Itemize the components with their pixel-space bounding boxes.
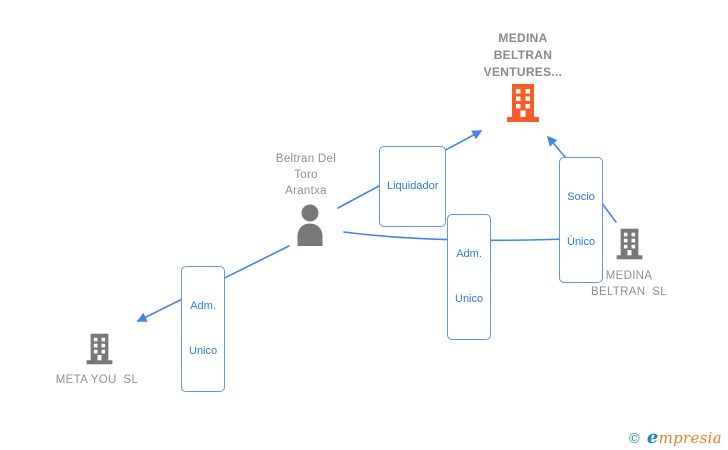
brand-logo-rest: mpresia [658, 429, 722, 447]
brand-logo-e: e [646, 427, 659, 448]
edge-label-adm-unico-right: Adm. Unico [447, 214, 492, 340]
building-icon[interactable] [615, 226, 644, 262]
person-name[interactable]: Beltran Del Toro Arantxa [275, 153, 337, 197]
copyright-icon: © [627, 431, 642, 447]
company-right-name[interactable]: MEDINA BELTRAN SL [591, 270, 667, 298]
company-left-name[interactable]: META YOU SL [55, 374, 139, 386]
person-icon[interactable] [293, 204, 327, 246]
empresia-watermark[interactable]: © empresia [627, 427, 722, 448]
edge-label-socio-unico: Socio Único [559, 157, 604, 283]
building-icon[interactable] [85, 331, 114, 367]
main-company-name[interactable]: MEDINA BELTRAN VENTURES... [483, 31, 563, 79]
edge-label-liquidador: Liquidador [379, 146, 447, 227]
edge-label-adm-unico-left: Adm. Unico [181, 266, 226, 392]
building-icon[interactable] [504, 84, 542, 122]
